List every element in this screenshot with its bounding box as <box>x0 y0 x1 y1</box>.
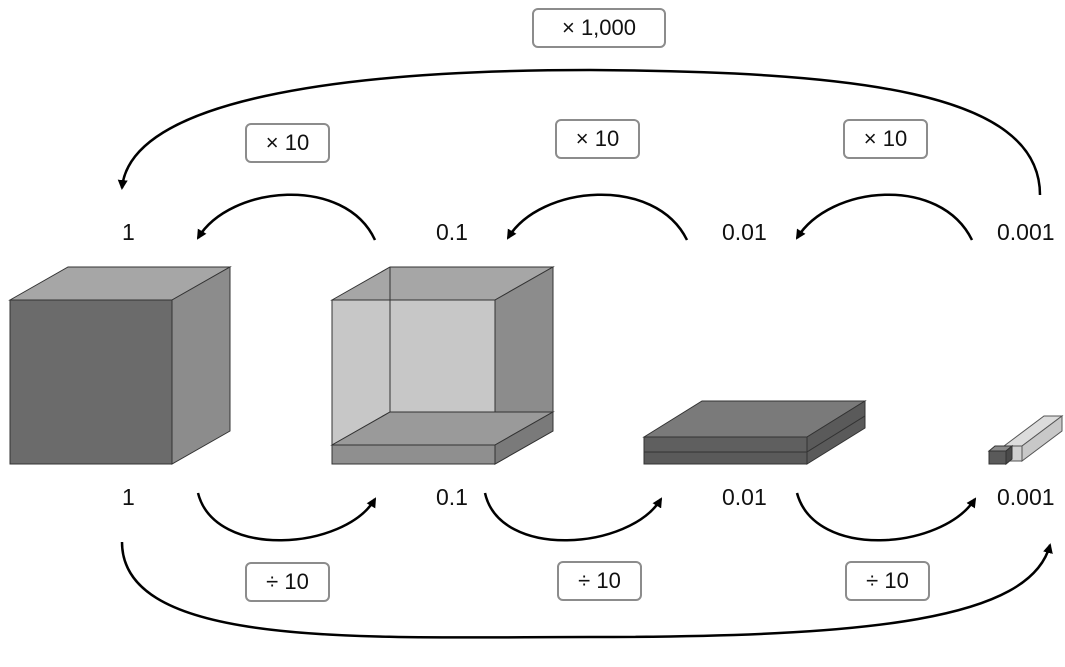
bottom-label-0-1: 0.1 <box>436 484 468 510</box>
arrow-multiply-10-a <box>196 193 377 241</box>
rod-thousandth <box>987 415 1064 466</box>
cube-tenth <box>330 266 555 465</box>
flat-hundredth <box>642 400 867 465</box>
arrow-divide-1000 <box>120 541 1053 639</box>
arrow-divide-10-b <box>483 492 663 542</box>
bottom-label-0-01: 0.01 <box>722 484 767 510</box>
multiply-10-box-c: × 10 <box>843 119 928 159</box>
arrow-divide-10-a <box>196 492 377 542</box>
arrow-multiply-1000 <box>117 68 1042 196</box>
arrow-divide-10-c <box>795 492 977 542</box>
arrow-multiply-10-c <box>795 193 974 241</box>
divide-10-box-b: ÷ 10 <box>557 561 642 601</box>
divide-10-box-c: ÷ 10 <box>845 561 930 601</box>
multiply-10-box-b: × 10 <box>555 119 640 159</box>
multiply-10-box-a: × 10 <box>245 123 330 163</box>
bottom-label-0-001: 0.001 <box>997 484 1055 510</box>
divide-10-box-a: ÷ 10 <box>245 562 330 602</box>
top-label-0-01: 0.01 <box>722 219 767 245</box>
top-label-0-001: 0.001 <box>997 219 1055 245</box>
bottom-label-1: 1 <box>122 484 135 510</box>
top-label-0-1: 0.1 <box>436 219 468 245</box>
arrow-multiply-10-b <box>506 193 689 241</box>
cube-one <box>8 266 232 465</box>
multiply-1000-box: × 1,000 <box>532 8 666 48</box>
top-label-1: 1 <box>122 219 135 245</box>
